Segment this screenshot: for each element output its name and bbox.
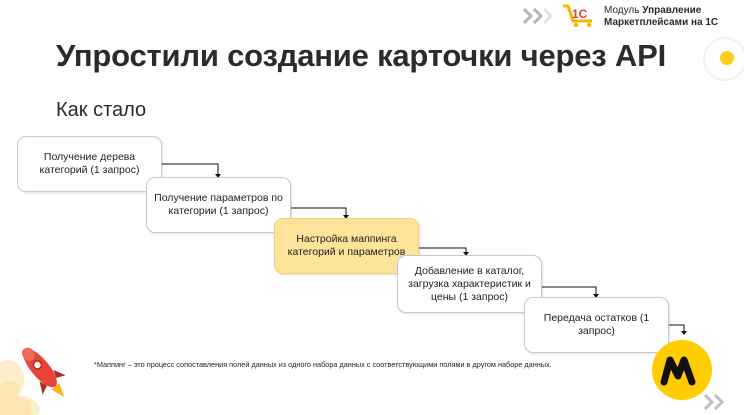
step-2-label: Получение параметров по категории (1 зап… <box>154 192 283 217</box>
step-1-label: Получение дерева категорий (1 запрос) <box>39 151 140 176</box>
double-chevron-right-icon <box>703 393 725 411</box>
step-1: Получение дерева категорий (1 запрос) <box>17 136 162 192</box>
brand-line2: Маркетплейсами на 1С <box>604 17 719 28</box>
decorative-dot-icon <box>703 37 744 81</box>
rocket-icon <box>0 347 66 415</box>
step-5-label: Передача остатков (1 запрос) <box>543 312 650 337</box>
1c-cart-logo: 1C <box>563 4 592 28</box>
page-title: Упростили создание карточки через API <box>56 38 666 73</box>
brand-text: Модуль Управление Маркетплейсами на 1С <box>604 5 744 29</box>
page-subtitle: Как стало <box>56 99 147 121</box>
step-3-label: Настройка маппинга категорий и параметро… <box>287 233 406 258</box>
brand-line1: Модуль <box>604 5 640 16</box>
step-3: Настройка маппинга категорий и параметро… <box>274 218 419 274</box>
step-2: Получение параметров по категории (1 зап… <box>146 177 291 233</box>
step-5: Передача остатков (1 запрос) <box>524 297 669 353</box>
footnote: *Маппинг – это процесс сопоставления пол… <box>94 360 552 369</box>
step-4: Добавление в каталог, загрузка характери… <box>397 255 542 313</box>
svg-text:1C: 1C <box>572 7 588 21</box>
step-4-label: Добавление в каталог, загрузка характери… <box>408 264 531 303</box>
double-chevron-right-icon <box>522 7 554 25</box>
brand-line1-bold: Управление <box>642 5 702 16</box>
yandex-market-logo <box>652 340 712 400</box>
